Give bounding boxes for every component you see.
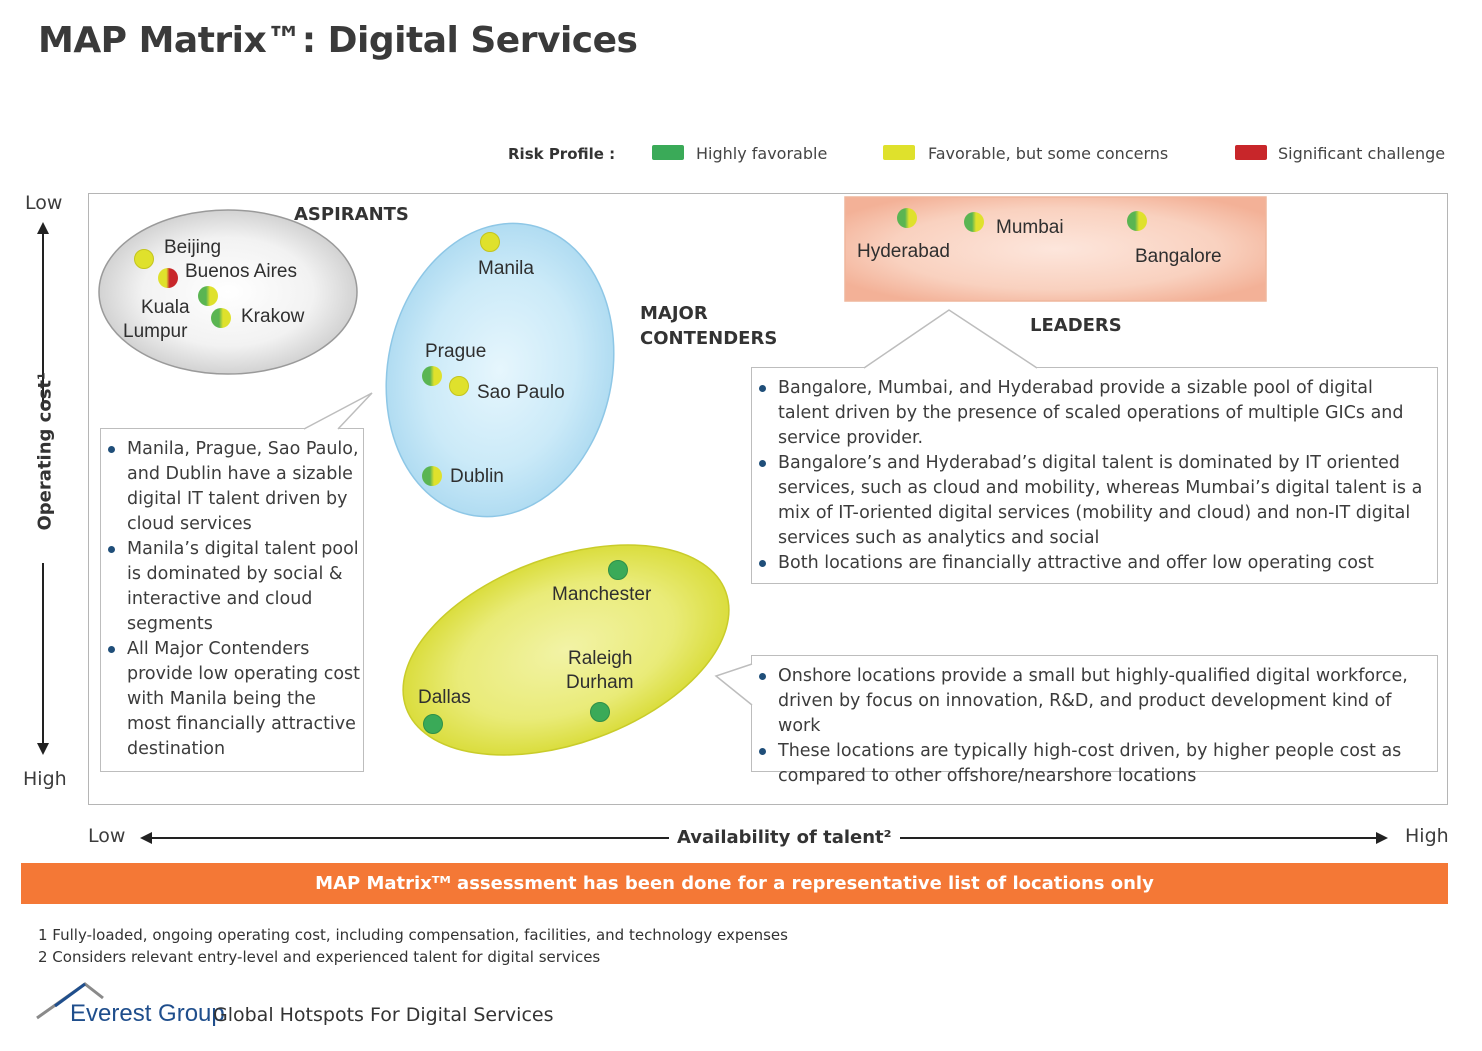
callout-leaders-item: Bangalore’s and Hyderabad’s digital tale… bbox=[752, 451, 1425, 551]
callout-leaders-item: Both locations are financially attractiv… bbox=[752, 551, 1425, 576]
city-bangalore: Bangalore bbox=[1135, 246, 1222, 267]
legend-swatch-red bbox=[1235, 145, 1267, 160]
x-axis-arrow-left bbox=[140, 832, 152, 844]
callout-major-item: All Major Contenders provide low operati… bbox=[101, 637, 363, 762]
city-manchester: Manchester bbox=[552, 584, 652, 605]
city-sao-paulo: Sao Paulo bbox=[477, 382, 565, 403]
y-axis-arrow-up bbox=[37, 222, 49, 234]
pointer-onshore bbox=[716, 664, 752, 705]
pointer-onshore-edge bbox=[714, 663, 753, 706]
y-axis-title-bg bbox=[34, 408, 54, 563]
footnote-2: 2 Considers relevant entry-level and exp… bbox=[38, 948, 601, 966]
city-mumbai: Mumbai bbox=[996, 217, 1064, 238]
city-buenos-aires: Buenos Aires bbox=[185, 261, 297, 282]
marker-dublin bbox=[422, 466, 442, 486]
aspirants-ellipse bbox=[98, 209, 358, 375]
legend-label-favorable: Highly favorable bbox=[696, 144, 828, 163]
brand-logo: Everest Group bbox=[70, 1000, 225, 1027]
footnote-1: 1 Fully-loaded, ongoing operating cost, … bbox=[38, 926, 788, 944]
legend-swatch-yellow bbox=[883, 145, 915, 160]
marker-dallas bbox=[423, 714, 443, 734]
callout-onshore-item: These locations are typically high-cost … bbox=[752, 739, 1429, 789]
city-lumpur: Lumpur bbox=[123, 321, 188, 342]
legend-title: Risk Profile : bbox=[508, 145, 616, 163]
major-contenders-label-1: MAJOR bbox=[640, 303, 708, 324]
city-raleigh: Raleigh bbox=[568, 648, 633, 669]
y-axis-arrow-down bbox=[37, 743, 49, 755]
marker-krakow bbox=[211, 308, 231, 328]
y-axis-low: Low bbox=[25, 192, 63, 214]
marker-beijing bbox=[134, 249, 154, 269]
legend-label-concerns: Favorable, but some concerns bbox=[928, 144, 1169, 163]
city-dublin: Dublin bbox=[450, 466, 504, 487]
city-dallas: Dallas bbox=[418, 687, 471, 708]
matrix-frame bbox=[88, 193, 1448, 805]
marker-prague bbox=[422, 366, 442, 386]
everest-mountain-icon bbox=[36, 982, 104, 1020]
city-kuala: Kuala bbox=[141, 297, 190, 318]
major-contenders-label-2: CONTENDERS bbox=[640, 328, 778, 349]
pointer-major-edge bbox=[303, 392, 373, 430]
marker-mumbai bbox=[964, 212, 984, 232]
marker-manila bbox=[480, 232, 500, 252]
city-krakow: Krakow bbox=[241, 306, 305, 327]
callout-onshore-item: Onshore locations provide a small but hi… bbox=[752, 664, 1429, 739]
callout-major-item: Manila’s digital talent pool is dominate… bbox=[101, 537, 363, 637]
city-beijing: Beijing bbox=[164, 237, 222, 258]
y-axis-high: High bbox=[23, 768, 67, 790]
marker-sao-paulo bbox=[449, 376, 469, 396]
onshore-ellipse bbox=[402, 544, 730, 756]
marker-raleigh-durham bbox=[590, 702, 610, 722]
marker-kuala-lumpur bbox=[198, 286, 218, 306]
x-axis-title: Availability of talent² bbox=[669, 827, 900, 848]
pointer-leaders-edge bbox=[863, 309, 1038, 369]
city-manila: Manila bbox=[478, 258, 534, 279]
brand-tagline: Global Hotspots For Digital Services bbox=[213, 1004, 554, 1026]
callout-major-contenders: Manila, Prague, Sao Paulo, and Dublin ha… bbox=[100, 428, 364, 772]
marker-hyderabad bbox=[897, 208, 917, 228]
marker-manchester bbox=[608, 560, 628, 580]
pointer-leaders bbox=[864, 310, 1037, 368]
aspirants-label: ASPIRANTS bbox=[294, 204, 409, 225]
assessment-banner: MAP Matrixᵀᴹ assessment has been done fo… bbox=[21, 863, 1448, 904]
legend-label-challenge: Significant challenge bbox=[1278, 144, 1446, 163]
callout-leaders: Bangalore, Mumbai, and Hyderabad provide… bbox=[751, 367, 1438, 584]
callout-major-item: Manila, Prague, Sao Paulo, and Dublin ha… bbox=[101, 437, 363, 537]
city-prague: Prague bbox=[425, 341, 487, 362]
x-axis-low: Low bbox=[88, 825, 126, 847]
major-contenders-ellipse bbox=[385, 222, 615, 518]
marker-bangalore bbox=[1127, 211, 1147, 231]
x-axis-arrow-right bbox=[1376, 832, 1388, 844]
callout-onshore: Onshore locations provide a small but hi… bbox=[751, 655, 1438, 786]
city-durham: Durham bbox=[566, 672, 634, 693]
x-axis-high: High bbox=[1405, 825, 1449, 847]
legend-swatch-green bbox=[652, 145, 684, 160]
leaders-label: LEADERS bbox=[1030, 315, 1122, 336]
marker-buenos-aires bbox=[158, 268, 178, 288]
callout-leaders-item: Bangalore, Mumbai, and Hyderabad provide… bbox=[752, 376, 1425, 451]
page-title: MAP Matrix™: Digital Services bbox=[38, 20, 638, 61]
city-hyderabad: Hyderabad bbox=[857, 241, 950, 262]
